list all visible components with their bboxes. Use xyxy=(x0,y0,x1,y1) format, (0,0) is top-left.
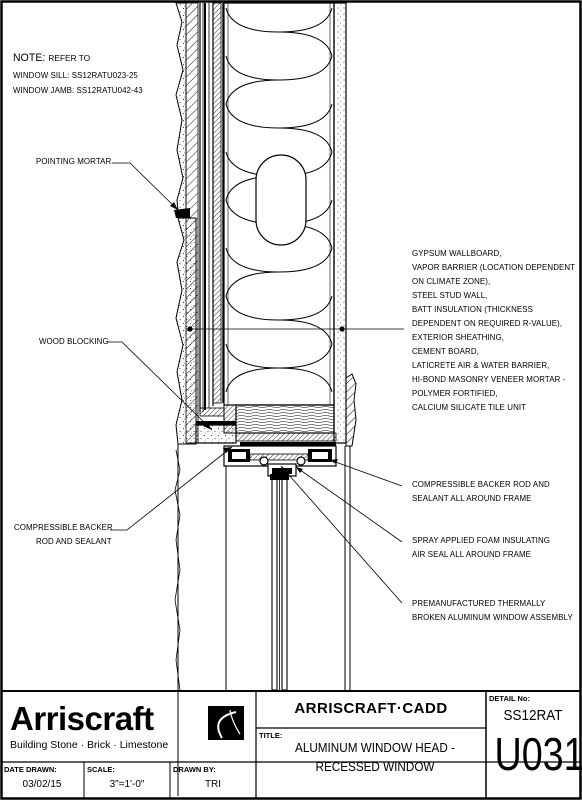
title-line-1: ALUMINUM WINDOW HEAD - xyxy=(295,740,455,755)
label-line: SEALANT ALL AROUND FRAME xyxy=(412,493,532,503)
note-line-2: WINDOW JAMB: SS12RATU042-43 xyxy=(13,85,143,95)
label-line: STEEL STUD WALL, xyxy=(412,290,488,300)
interior-trim xyxy=(345,373,357,447)
exterior-sheathing xyxy=(212,2,222,404)
label-line: CEMENT BOARD, xyxy=(412,346,479,356)
cadd-header: ARRISCRAFT·CADD xyxy=(294,700,448,717)
label-line: ON CLIMATE ZONE), xyxy=(412,276,491,286)
label-pointing-mortar: POINTING MORTAR xyxy=(36,156,112,166)
date-drawn-value: 03/02/15 xyxy=(22,779,62,790)
label-line: AIR SEAL ALL AROUND FRAME xyxy=(412,549,532,559)
logo-tagline: Building Stone · Brick · Limestone xyxy=(10,739,169,751)
label-line: GYPSUM WALLBOARD, xyxy=(412,248,502,258)
logo-wordmark: Arriscraft xyxy=(10,700,154,737)
title-line-2: RECESSED WINDOW xyxy=(315,759,435,774)
leader-lines xyxy=(108,162,404,604)
label-line: HI-BOND MASONRY VENEER MORTAR - xyxy=(412,374,566,384)
gypsum-wallboard xyxy=(333,2,347,444)
drawn-by-value: TRI xyxy=(204,779,222,790)
detail-number-line-1: SS12RAT xyxy=(503,707,563,724)
head-return xyxy=(195,424,237,444)
scale-label: SCALE: xyxy=(87,765,115,774)
note-line-1: WINDOW SILL: SS12RATU023-25 xyxy=(13,70,138,80)
note-heading: NOTE: xyxy=(13,52,46,64)
label-line: ROD AND SEALANT xyxy=(36,536,112,546)
label-line: CALCIUM SILICATE TILE UNIT xyxy=(412,402,527,412)
wood-blocking xyxy=(235,404,335,434)
title-label: TITLE: xyxy=(259,731,283,740)
label-line: BROKEN ALUMINUM WINDOW ASSEMBLY xyxy=(412,612,573,622)
arriscraft-logo-mark xyxy=(208,706,244,740)
label-line: COMPRESSIBLE BACKER ROD AND xyxy=(412,479,550,489)
label-line: PREMANUFACTURED THERMALLY xyxy=(412,598,546,608)
label-line: LATICRETE AIR & WATER BARRIER, xyxy=(412,360,550,370)
detail-number-line-2: U031 xyxy=(494,728,582,780)
detail-label: DETAIL No: xyxy=(489,694,530,703)
label-line: COMPRESSIBLE BACKER xyxy=(14,522,113,532)
label-line: POLYMER FORTIFIED, xyxy=(412,388,498,398)
title-block-frame xyxy=(1,690,581,798)
drawn-by-label: DRAWN BY: xyxy=(173,765,216,774)
label-line: SPRAY APPLIED FOAM INSULATING xyxy=(412,535,550,545)
batt-insulation xyxy=(225,7,333,393)
masonry-mortar-band xyxy=(185,2,199,444)
stud-knockout xyxy=(255,154,307,246)
label-wood-blocking: WOOD BLOCKING xyxy=(39,336,109,346)
leader-arrows xyxy=(170,202,338,474)
wall-section xyxy=(174,2,357,796)
label-line: EXTERIOR SHEATHING, xyxy=(412,332,505,342)
note-refer-to: REFER TO xyxy=(48,53,91,63)
insulated-glazing xyxy=(270,474,289,691)
label-line: DEPENDENT ON REQUIRED R-VALUE), xyxy=(412,318,563,328)
label-line: BATT INSULATION (THICKNESS xyxy=(412,304,534,314)
date-drawn-label: DATE DRAWN: xyxy=(4,765,57,774)
window-head-frame xyxy=(223,442,337,477)
scale-value: 3"=1'-0" xyxy=(109,779,145,790)
stone-veneer xyxy=(175,2,187,215)
label-line: VAPOR BARRIER (LOCATION DEPENDENT xyxy=(412,262,576,272)
